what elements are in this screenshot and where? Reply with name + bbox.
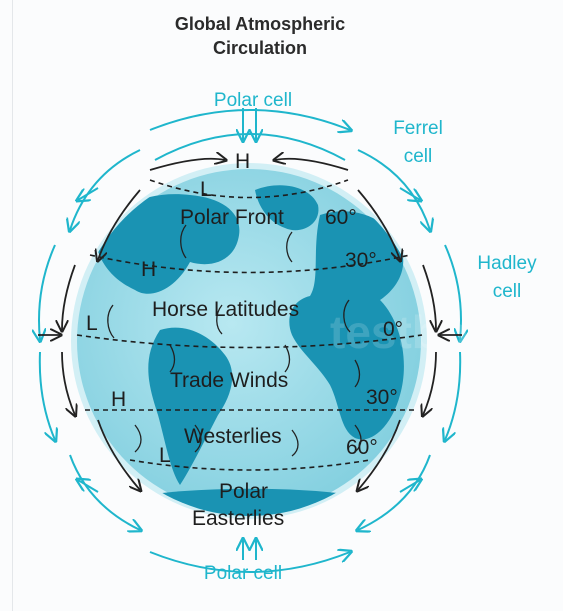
pressure-label-high-north-pole: H — [235, 150, 250, 173]
diagram-title-line-2: Circulation — [212, 38, 307, 58]
pressure-label-low-60n: L — [200, 178, 212, 201]
ferrel-cell-label-line-2: cell — [403, 146, 433, 167]
polar-cell-bottom-label: Polar cell — [203, 563, 283, 584]
antarctica-land — [120, 488, 380, 516]
latitude-line-30n — [89, 254, 411, 274]
latitude-label-60s: 60° — [346, 436, 378, 459]
hadley-cell-label-line-1: Hadley — [477, 253, 537, 274]
continents — [95, 185, 404, 516]
latitude-line-equator — [76, 334, 423, 349]
polar-cell-top-outer-arc — [149, 109, 350, 130]
wind-curl-arrows — [107, 224, 362, 457]
watermark-text: testbook — [330, 306, 522, 358]
latitude-label-30s: 30° — [366, 386, 398, 409]
ferrel-cell-right-arc — [357, 149, 430, 230]
latitude-label-60n: 60° — [325, 206, 357, 229]
pressure-label-low-60s: L — [159, 444, 171, 467]
latitude-line-60s — [129, 459, 371, 471]
hadley-cell-right-upper-arc — [444, 244, 461, 340]
south-america-land — [148, 327, 233, 485]
latitude-label-0: 0° — [383, 318, 403, 341]
zone-label-polar-front: Polar Front — [180, 206, 284, 229]
surface-wind-arrows — [38, 159, 462, 490]
latitude-lines — [76, 179, 423, 471]
ferrel-cell-left-lower-arc — [69, 454, 140, 530]
pressure-label-low-equator: L — [86, 312, 98, 335]
zone-label-horse-latitudes: Horse Latitudes — [152, 298, 299, 321]
cell-arrow-loops — [38, 108, 462, 573]
pressure-label-high-30n: H — [141, 258, 156, 281]
latitude-label-30n: 30° — [345, 249, 377, 272]
pressure-label-high-30s: H — [111, 388, 126, 411]
polar-cell-top-label: Polar cell — [213, 90, 293, 111]
latitude-line-polar-north — [149, 179, 349, 199]
polar-cell-bottom-outer-arc — [149, 552, 350, 573]
zone-label-polar-easterlies-line-2: Easterlies — [192, 507, 284, 530]
ferrel-cell-label-line-1: Ferrel — [393, 118, 443, 139]
ferrel-cell-right-lower-arc — [358, 454, 431, 530]
hadley-cell-right-lower-arc — [445, 351, 462, 440]
zone-label-westerlies: Westerlies — [184, 425, 282, 448]
diagram-title-line-1: Global Atmospheric — [174, 14, 346, 34]
greenland-land — [255, 185, 319, 231]
zone-label-trade-winds: Trade Winds — [170, 369, 288, 392]
hadley-cell-label-line-2: cell — [492, 281, 522, 302]
hadley-cell-left-lower-arc — [38, 351, 55, 440]
zone-label-polar-easterlies-line-1: Polar — [219, 480, 268, 503]
africa-europe-land — [289, 211, 404, 440]
hadley-cell-left-upper-arc — [39, 244, 56, 340]
north-america-land — [95, 194, 240, 294]
ferrel-cell-left-arc — [70, 149, 141, 230]
